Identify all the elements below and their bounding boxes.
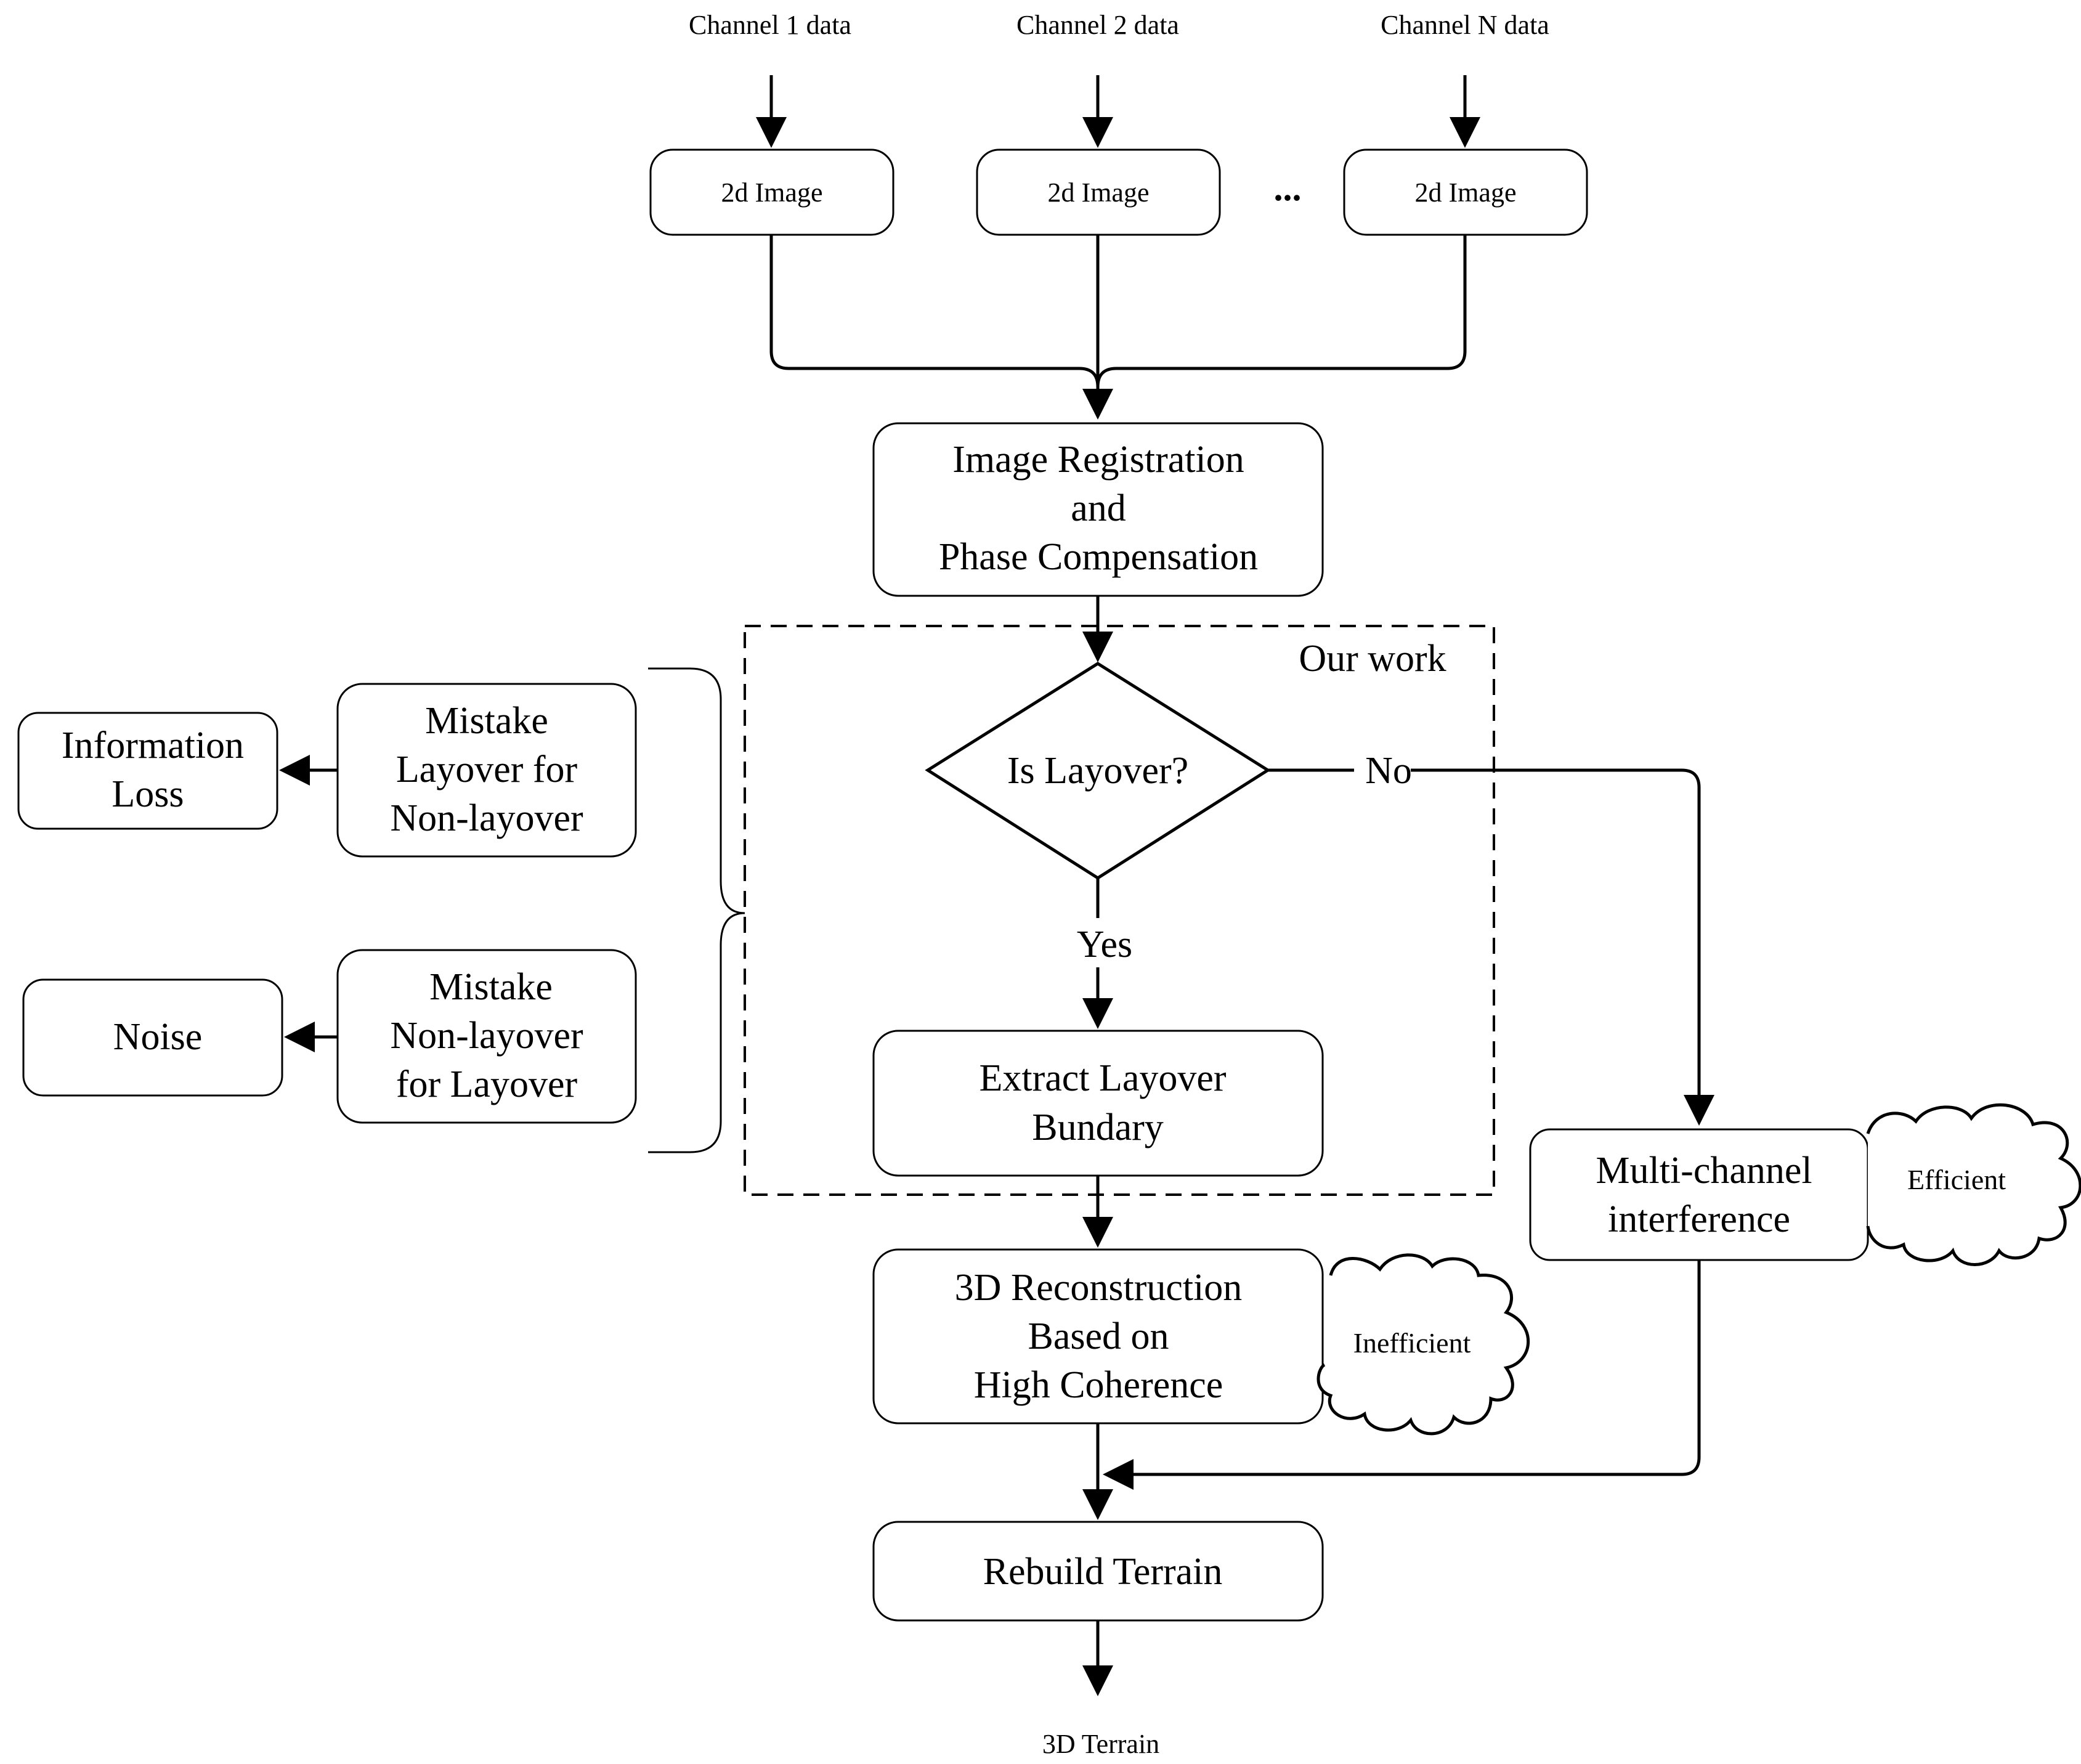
multichannel-return-line xyxy=(1103,1260,1701,1490)
info-loss-line-2: Loss xyxy=(112,773,184,815)
mistake-1-line-1: Mistake xyxy=(425,700,548,742)
mistake-1-line-3: Non-layover xyxy=(390,797,583,839)
merge-line-1 xyxy=(769,235,1100,388)
reconstruction-line-3: High Coherence xyxy=(974,1364,1223,1406)
image-ellipsis: ... xyxy=(1274,168,1302,208)
yes-label: Yes xyxy=(1077,924,1132,965)
mistake-2-line-3: for Layover xyxy=(396,1063,578,1105)
multichannel-line-1: Multi-channel xyxy=(1596,1150,1812,1192)
reconstruction-line-2: Based on xyxy=(1028,1315,1169,1357)
reconstruction-line-1: 3D Reconstruction xyxy=(955,1267,1243,1309)
efficient-cloud xyxy=(1866,1103,2081,1266)
extract-line-2: Bundary xyxy=(1032,1107,1164,1148)
mistake-2-line-2: Non-layover xyxy=(390,1015,583,1057)
no-label: No xyxy=(1365,750,1412,792)
channel-n-label: Channel N data xyxy=(1381,10,1549,40)
rebuild-label: Rebuild Terrain xyxy=(983,1551,1223,1593)
mistake-2-line-1: Mistake xyxy=(429,966,553,1008)
image-box-n-label: 2d Image xyxy=(1415,177,1517,208)
mistake-1-line-2: Layover for xyxy=(396,749,578,791)
extract-line-1: Extract Layover xyxy=(979,1057,1226,1099)
image-box-1-label: 2d Image xyxy=(721,177,823,208)
image-box-2-label: 2d Image xyxy=(1048,177,1150,208)
channel-1-label: Channel 1 data xyxy=(689,10,851,40)
no-line-b xyxy=(1411,768,1714,1126)
registration-line-2: and xyxy=(1071,487,1126,529)
left-brace xyxy=(648,667,745,1153)
inefficient-cloud xyxy=(1316,1253,1530,1436)
inefficient-label: Inefficient xyxy=(1353,1327,1471,1359)
noise-label: Noise xyxy=(113,1016,203,1058)
decision-label: Is Layover? xyxy=(1007,750,1188,792)
our-work-label: Our work xyxy=(1299,638,1446,680)
multichannel-box xyxy=(1529,1128,1869,1261)
output-label: 3D Terrain xyxy=(1042,1729,1159,1759)
channel-2-label: Channel 2 data xyxy=(1016,10,1179,40)
noise-box xyxy=(22,978,283,1097)
info-loss-line-1: Information xyxy=(62,725,244,766)
our-work-region xyxy=(744,625,1495,1196)
registration-line-3: Phase Compensation xyxy=(939,536,1258,578)
efficient-label: Efficient xyxy=(1907,1164,2006,1195)
registration-line-1: Image Registration xyxy=(952,439,1244,481)
info-loss-box xyxy=(17,712,278,830)
extract-box xyxy=(872,1030,1324,1177)
multichannel-line-2: interference xyxy=(1608,1198,1790,1240)
merge-line-n xyxy=(1096,235,1467,388)
